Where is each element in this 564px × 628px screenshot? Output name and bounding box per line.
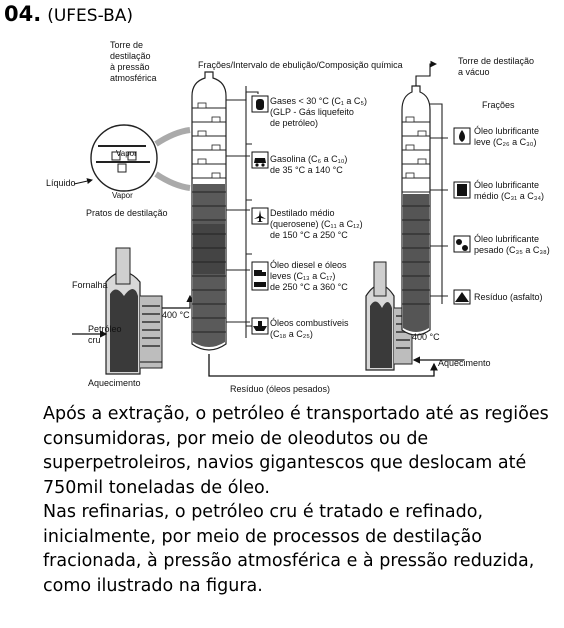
gears-icon [453,235,471,253]
road-icon [453,289,471,305]
paragraph-transport: Após a extração, o petróleo é transporta… [43,404,549,498]
furnace-right [365,261,464,371]
fornalha-label: Fornalha [72,280,108,290]
truck-icon [251,261,269,291]
fraction-lub-leve-label: Óleo lubrificante leve (C₂₆ a C₃₀) [474,126,542,147]
plates-zoom [73,124,191,192]
airplane-icon [251,207,269,225]
tower-atm-label: Torre de destilação à pressão atmosféric… [110,40,157,83]
pratos-label: Pratos de destilação [86,208,168,218]
fraction-combustiveis-label: Óleos combustíveis (C₁₈ a C₂₅) [270,318,351,339]
residuo-pesados-label: Resíduo (óleos pesados) [230,384,330,394]
vacuum-tower [401,60,448,336]
car-icon [251,151,269,169]
question-text: Após a extração, o petróleo é transporta… [43,402,558,598]
fraction-asfalto-label: Resíduo (asfalto) [474,292,543,302]
fraction-diesel-label: Óleo diesel e óleos leves (C₁₃ a C₁₇) de… [270,260,349,292]
distillation-figure: Torre de destilação à pressão atmosféric… [44,34,550,400]
fraction-gasolina-label: Gasolina (C₆ a C₁₀) de 35 °C a 140 °C [270,154,350,175]
vapor-top-label: Vapor [116,149,137,158]
furnace-left [72,247,194,375]
question-number: 04. [4,2,42,26]
tower-vac-label: Torre de destilação a vácuo [458,56,537,77]
outlet-bracket [245,86,252,338]
ship-icon [251,317,269,335]
question-source: (UFES-BA) [47,6,134,26]
fraction-querosene-label: Destilado médio (querosene) (C₁₁ a C₁₂) … [270,208,365,240]
barrel-icon [453,181,471,199]
liquido-label: Líquido [46,178,76,188]
fractions-right-label: Frações [482,100,515,110]
temp-right-label: 400 °C [412,332,440,342]
paragraph-refining: Nas refinarias, o petróleo cru é tratado… [43,502,535,596]
fraction-lub-medio-label: Óleo lubrificante médio (C₃₁ a C₃₄) [474,180,544,201]
temp-left-label: 400 °C [162,310,190,320]
aquecimento-left-label: Aquecimento [88,378,141,388]
gas-cylinder-icon [251,95,269,113]
oil-drop-icon [453,127,471,145]
vapor-bottom-label: Vapor [112,191,133,200]
petroleo-label: Petróleo cru [88,324,124,345]
fractions-header: Frações/Intervalo de ebulição/Composição… [198,60,403,70]
fraction-gases-label: Gases < 30 °C (C₁ a C₅) (GLP - Gás lique… [270,96,370,128]
aquecimento-right-label: Aquecimento [438,358,491,368]
fraction-lub-pesado-label: Óleo lubrificante pesado (C₃₅ a C₃₈) [474,234,550,255]
atmospheric-tower [191,71,438,377]
question-header: 04.(UFES-BA) [4,2,133,26]
